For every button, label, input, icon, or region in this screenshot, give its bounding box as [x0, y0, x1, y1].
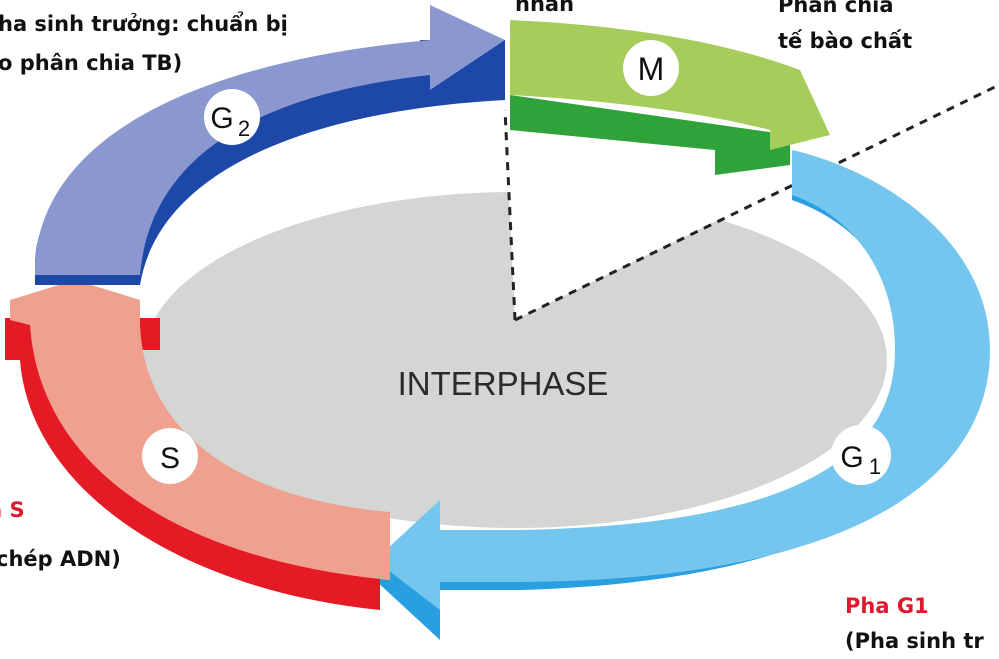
- m-phase-badge: M: [623, 40, 679, 96]
- m-label-right-line2: tế bào chất: [778, 29, 913, 53]
- s-description: chép ADN): [0, 547, 121, 571]
- svg-text:G: G: [210, 102, 233, 135]
- svg-text:M: M: [638, 51, 665, 87]
- svg-text:S: S: [160, 442, 180, 475]
- svg-text:1: 1: [869, 454, 881, 479]
- s-arrow: [5, 280, 390, 610]
- interphase-area: [143, 192, 887, 528]
- g2-arrow: [35, 5, 505, 285]
- s-phase-title: a S: [0, 498, 25, 522]
- g2-description-line2: o phân chia TB): [0, 51, 183, 75]
- svg-text:G: G: [840, 441, 863, 474]
- wedge-dashed-line-left: [503, 109, 517, 321]
- interphase-label: INTERPHASE: [398, 365, 609, 402]
- g2-phase-badge: G 2: [204, 89, 260, 145]
- g1-description: (Pha sinh tr: [845, 629, 984, 653]
- m-label-left: nhân: [515, 0, 575, 16]
- svg-text:2: 2: [238, 116, 250, 141]
- s-phase-badge: S: [142, 428, 198, 484]
- g1-phase-title: Pha G1: [845, 594, 929, 618]
- g1-phase-badge: G 1: [831, 425, 891, 485]
- g1-arrow: [375, 150, 990, 640]
- m-label-right-line1: Phân chia: [778, 0, 894, 17]
- g2-description-line1: ha sinh trưởng: chuẩn bị: [0, 12, 288, 36]
